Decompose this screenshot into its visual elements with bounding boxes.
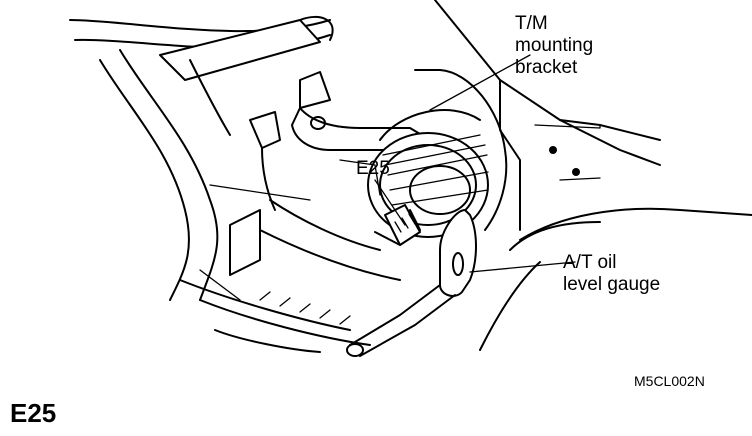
at-gauge-leader bbox=[469, 261, 576, 273]
upper-hose bbox=[69, 15, 334, 81]
oil-gauge bbox=[346, 209, 477, 357]
engine-line-drawing bbox=[69, 0, 752, 357]
e25-leader bbox=[374, 179, 406, 226]
e25-connector bbox=[374, 204, 421, 246]
left-tube bbox=[99, 49, 219, 301]
figure-code: M5CL002N bbox=[634, 373, 705, 389]
right-panel bbox=[434, 0, 752, 351]
tm-bracket-leader bbox=[429, 54, 531, 111]
left-body bbox=[179, 59, 371, 353]
leader-lines bbox=[374, 54, 576, 273]
e25-label: E25 bbox=[356, 158, 390, 179]
at-gauge-label: A/T oil level gauge bbox=[563, 252, 661, 295]
bracket-arms bbox=[249, 71, 431, 211]
misc-detail bbox=[199, 159, 401, 301]
tm-housing bbox=[367, 69, 508, 238]
connector-caption: E25 bbox=[10, 398, 57, 428]
tm-bracket-label: T/M mounting bracket bbox=[515, 13, 594, 78]
